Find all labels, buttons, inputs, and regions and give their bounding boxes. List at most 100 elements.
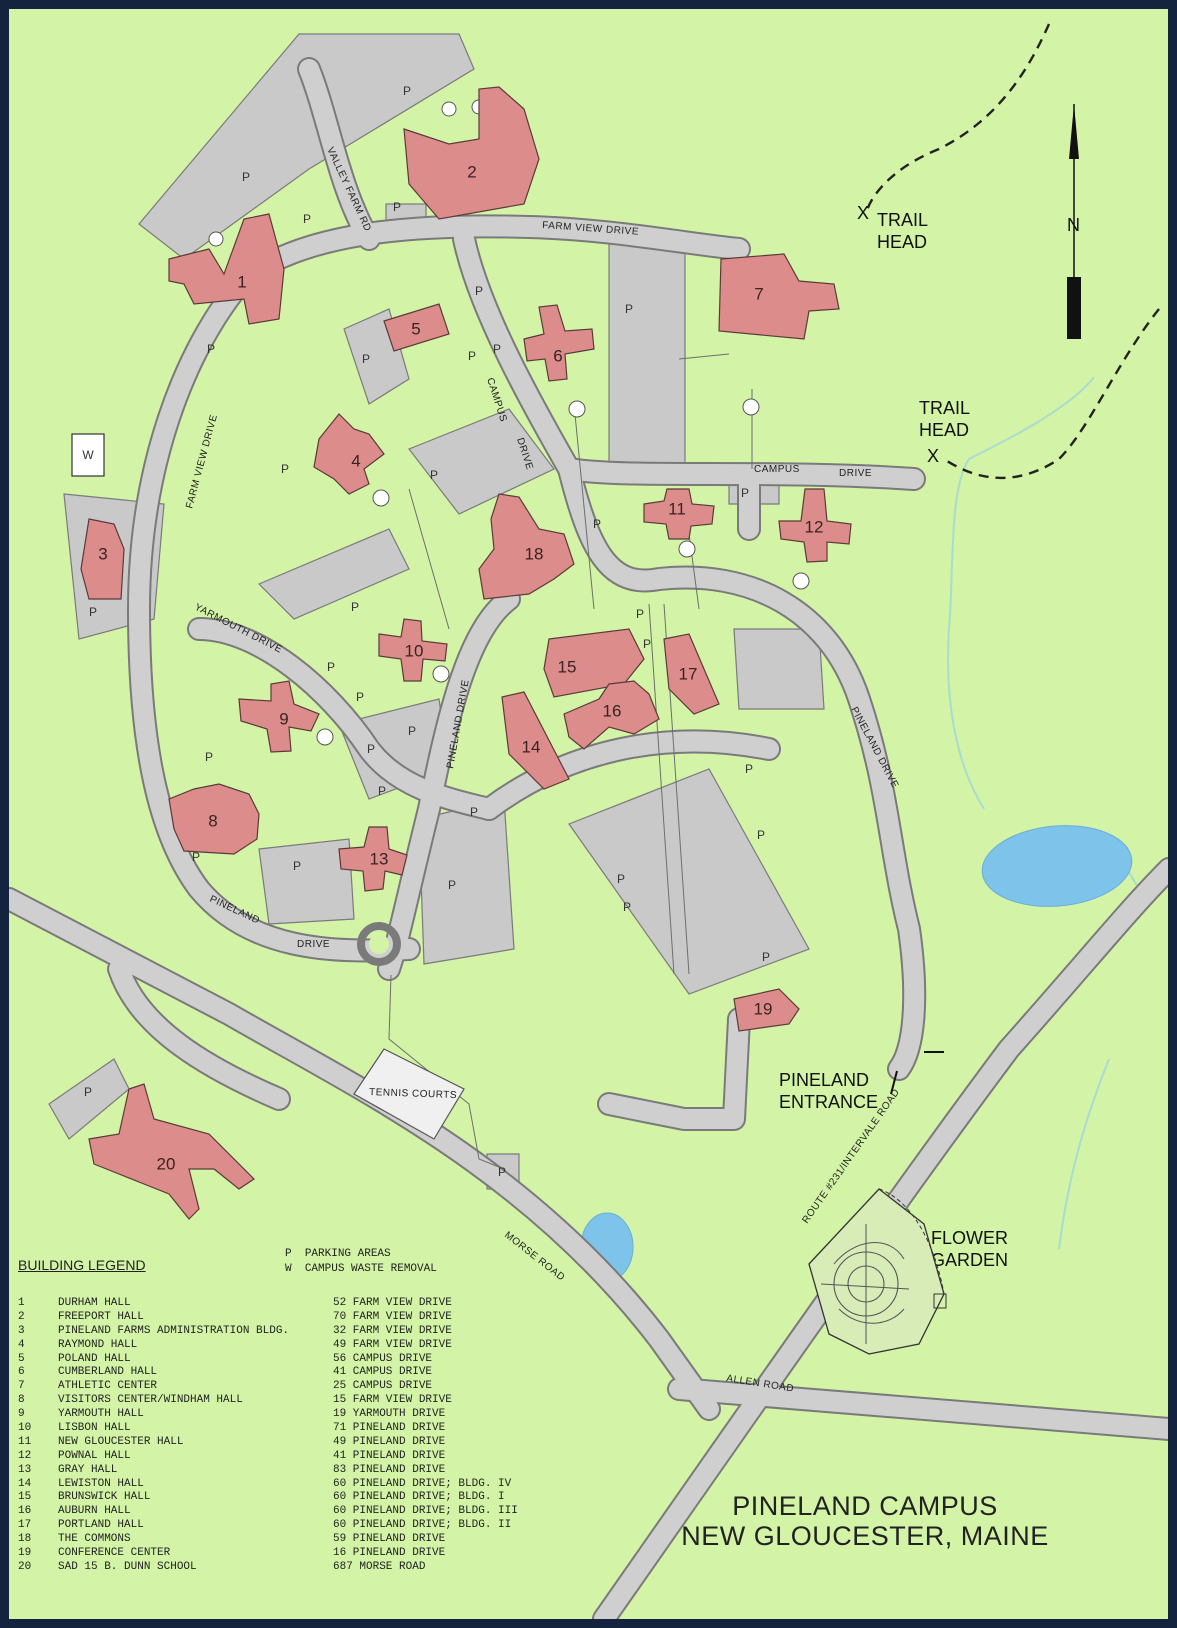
- svg-text:P: P: [448, 878, 456, 892]
- building-7: [718, 253, 840, 340]
- svg-text:4: 4: [351, 452, 360, 471]
- campus-map: 1 2 3 4 5 6 7 8 9 10 11 12 13 14 15 16 1…: [9, 9, 1168, 1619]
- building-14: [501, 691, 570, 790]
- building-16: [563, 680, 660, 750]
- svg-text:P: P: [430, 468, 438, 482]
- svg-text:P: P: [493, 342, 501, 356]
- legend-number: 15: [18, 1491, 32, 1504]
- legend-number: 7: [18, 1380, 25, 1393]
- svg-text:16: 16: [603, 702, 622, 721]
- svg-text:P: P: [378, 784, 386, 798]
- legend-building-name: BRUNSWICK HALL: [58, 1491, 151, 1504]
- svg-text:3: 3: [98, 545, 107, 564]
- map-title-line1: PINELAND CAMPUS: [732, 1491, 998, 1521]
- parking-labels: P P P P P P P P P P P P P P P P P P P P …: [84, 84, 770, 1179]
- entrance-marker: [890, 1070, 898, 1095]
- legend-number: 19: [18, 1547, 32, 1560]
- legend-building-name: SAD 15 B. DUNN SCHOOL: [58, 1560, 197, 1573]
- building-18: [478, 493, 575, 600]
- building-17: [663, 633, 720, 715]
- svg-text:P: P: [741, 486, 749, 500]
- svg-text:1: 1: [237, 273, 246, 292]
- building-12: [778, 488, 852, 563]
- legend-number: 6: [18, 1366, 25, 1379]
- trail-east: [943, 308, 1160, 480]
- legend-number: 8: [18, 1394, 25, 1407]
- building-10: [378, 618, 448, 682]
- roads: [9, 57, 1168, 1619]
- legend-number: 17: [18, 1519, 32, 1532]
- legend-number: 4: [18, 1338, 25, 1351]
- svg-text:P: P: [498, 1165, 506, 1179]
- svg-text:15: 15: [558, 658, 577, 677]
- legend-building-name: GRAY HALL: [58, 1463, 118, 1476]
- map-canvas: 1 2 3 4 5 6 7 8 9 10 11 12 13 14 15 16 1…: [9, 23, 1168, 1619]
- svg-text:P: P: [470, 805, 478, 819]
- svg-text:DRIVE: DRIVE: [297, 939, 330, 950]
- svg-text:6: 6: [553, 347, 562, 366]
- building-numbers: 1 2 3 4 5 6 7 8 9 10 11 12 13 14 15 16 1…: [98, 163, 823, 1174]
- svg-text:8: 8: [208, 812, 217, 831]
- svg-text:P: P: [643, 637, 651, 651]
- svg-text:P: P: [192, 850, 200, 864]
- building-19: [733, 988, 800, 1032]
- svg-text:5: 5: [411, 320, 420, 339]
- svg-text:P: P: [207, 342, 215, 356]
- svg-text:P: P: [362, 352, 370, 366]
- building-3: [80, 518, 125, 600]
- building-13: [338, 826, 408, 892]
- svg-text:14: 14: [522, 738, 541, 757]
- legend-building-name: LISBON HALL: [58, 1422, 131, 1435]
- building-1: [168, 213, 285, 325]
- svg-text:FLOWER: FLOWER: [931, 1228, 1008, 1248]
- legend-building-name: PINELAND FARMS ADMINISTRATION BLDG.: [58, 1324, 290, 1337]
- svg-text:12: 12: [805, 518, 824, 537]
- tennis-courts: [353, 1048, 465, 1140]
- svg-text:P: P: [625, 302, 633, 316]
- svg-text:P: P: [475, 284, 483, 298]
- legend-address: 32 FARM VIEW DRIVE: [333, 1324, 452, 1337]
- svg-text:GARDEN: GARDEN: [931, 1250, 1008, 1270]
- building-4: [313, 413, 385, 495]
- svg-text:P: P: [762, 950, 770, 964]
- legend-number: 11: [18, 1435, 32, 1448]
- svg-text:P: P: [393, 200, 401, 214]
- legend-number: 20: [18, 1560, 32, 1573]
- legend-address: 49 FARM VIEW DRIVE: [333, 1338, 452, 1351]
- legend-address: 19 YARMOUTH DRIVE: [333, 1408, 446, 1421]
- legend-number: 12: [18, 1449, 32, 1462]
- building-6: [523, 304, 595, 382]
- svg-text:19: 19: [754, 1000, 773, 1019]
- svg-text:10: 10: [405, 642, 424, 661]
- svg-text:W: W: [82, 448, 94, 462]
- legend-address: 71 PINELAND DRIVE: [333, 1422, 446, 1435]
- legend-building-name: POWNAL HALL: [58, 1449, 131, 1462]
- legend-number: 9: [18, 1408, 25, 1421]
- svg-text:2: 2: [467, 163, 476, 182]
- legend-address: 60 PINELAND DRIVE; BLDG. I: [333, 1491, 505, 1504]
- legend-building-name: ATHLETIC CENTER: [58, 1380, 158, 1393]
- svg-text:P: P: [593, 517, 601, 531]
- svg-text:P: P: [745, 762, 753, 776]
- svg-text:P: P: [636, 607, 644, 621]
- legend-building-name: AUBURN HALL: [58, 1505, 131, 1518]
- svg-text:P: P: [617, 872, 625, 886]
- svg-text:7: 7: [754, 285, 763, 304]
- key-waste-text: CAMPUS WASTE REMOVAL: [304, 1263, 437, 1275]
- svg-text:P: P: [242, 170, 250, 184]
- svg-text:P: P: [408, 724, 416, 738]
- legend-building-name: CONFERENCE CENTER: [58, 1547, 171, 1560]
- compass: N: [1067, 104, 1081, 339]
- compass-label: N: [1067, 215, 1080, 235]
- legend-address: 25 CAMPUS DRIVE: [333, 1380, 433, 1393]
